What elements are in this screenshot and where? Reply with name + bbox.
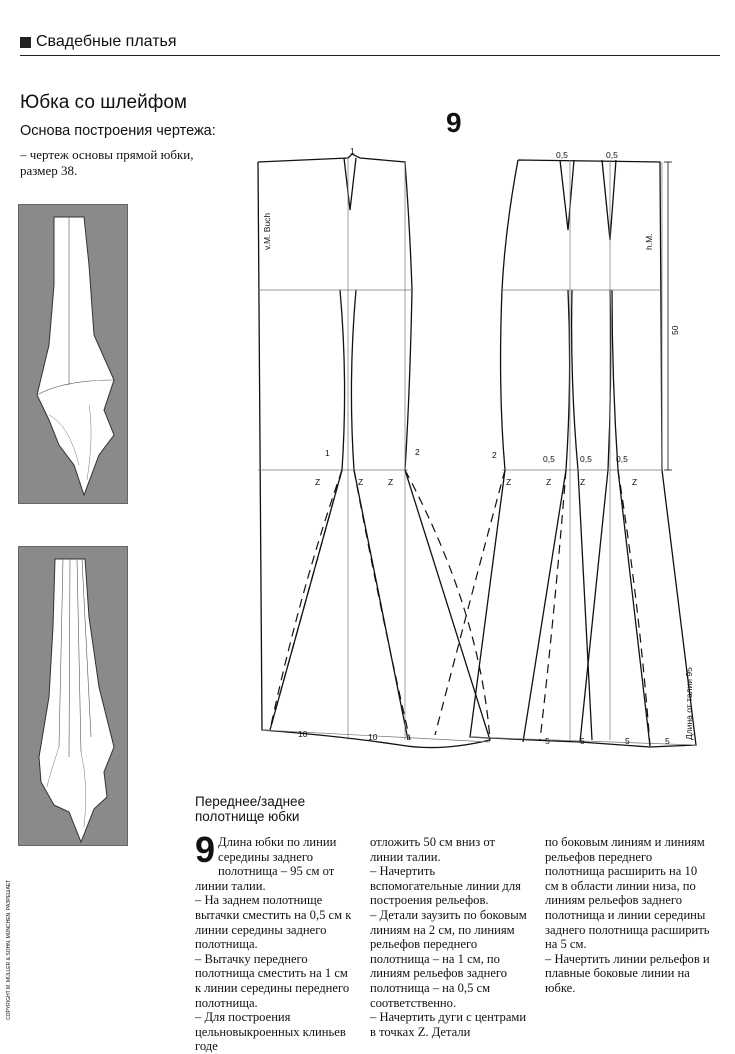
label-z-6: Z xyxy=(580,477,585,487)
label-back-dart-2: 0,5 xyxy=(606,150,618,160)
pattern-drawing: v.M. Buch h.M. 50 Длина от талии 95 1 0,… xyxy=(257,146,697,749)
back-dart-1 xyxy=(559,159,575,231)
col3-paragraph-1: по боковым линиям и линиям рельефов пере… xyxy=(545,835,710,952)
skirt-front-illustration xyxy=(18,204,128,504)
col1-paragraph-3: – Вытачку переднего полотнища сместить н… xyxy=(195,951,350,1010)
article-title: Юбка со шлейфом xyxy=(20,92,187,113)
figure-number: 9 xyxy=(446,107,462,138)
label-z-2: Z xyxy=(358,477,363,487)
back-center-label: h.M. xyxy=(644,233,654,250)
copyright-notice: COPYRIGHT M. MÜLLER & SOHN, MÜNCHEN. РАЗ… xyxy=(4,880,12,1020)
section-title: Свадебные платья xyxy=(36,33,177,50)
text-heading: Переднее/заднее полотнище юбки xyxy=(195,794,306,824)
label-z-7: Z xyxy=(632,477,637,487)
text-column-2: отложить 50 см вниз от линии талии. – На… xyxy=(370,835,530,1039)
back-panel-outline xyxy=(469,159,697,748)
label-z-4: Z xyxy=(506,477,511,487)
dimension-50: 50 xyxy=(670,325,680,335)
label-hem-5-1: 5 xyxy=(545,736,550,746)
col2-paragraph-4: – Начертить дуги с центрами в точках Z. … xyxy=(370,1010,527,1039)
header-rule xyxy=(20,55,720,56)
front-dart xyxy=(343,157,357,211)
label-back-seam-05-2: 0,5 xyxy=(580,454,592,464)
col1-paragraph-1: Длина юбки по линии середины заднего пол… xyxy=(195,835,337,893)
col1-paragraph-2: – На заднем полотнище вытачки сместить н… xyxy=(195,893,352,952)
skirt-back-illustration xyxy=(18,546,128,846)
label-hem-10-1: 10 xyxy=(298,729,308,739)
label-z-1: Z xyxy=(315,477,320,487)
label-front-seam-1: 1 xyxy=(325,448,330,458)
col2-paragraph-2: – Начертить вспомогательные линии для по… xyxy=(370,864,521,908)
section-marker-icon xyxy=(20,37,31,48)
label-hem-5-2: 5 xyxy=(580,736,585,746)
label-z-3: Z xyxy=(388,477,393,487)
label-back-seam-05-3: 0,5 xyxy=(616,454,628,464)
col2-paragraph-3: – Детали заузить по боковым линиям на 2 … xyxy=(370,907,527,1010)
construction-title: Основа построения чертежа: xyxy=(20,123,216,139)
text-column-3: по боковым линиям и линиям рельефов пере… xyxy=(545,835,710,996)
drop-cap: 9 xyxy=(195,829,216,870)
col2-paragraph-1: отложить 50 см вниз от линии талии. xyxy=(370,835,496,864)
total-length-label: Длина от талии 95 xyxy=(684,667,694,740)
label-back-dart-1: 0,5 xyxy=(556,150,568,160)
label-hem-5-3: 5 xyxy=(625,736,630,746)
label-z-5: Z xyxy=(546,477,551,487)
construction-description: – чертеж основы прямой юбки, размер 38. xyxy=(20,147,194,178)
back-dart-2 xyxy=(601,159,617,241)
col1-paragraph-4: – Для построения цельновыкроенных клинье… xyxy=(195,1010,346,1054)
label-hem-10-2: 10 xyxy=(368,732,378,742)
front-center-label: v.M. Buch xyxy=(262,213,272,250)
text-column-1: 9 Длина юбки по линии середины заднего п… xyxy=(195,829,355,1054)
front-panel-outline xyxy=(257,153,491,749)
label-back-side-2: 2 xyxy=(492,450,497,460)
copyright-text: COPYRIGHT M. MÜLLER & SOHN, MÜNCHEN. РАЗ… xyxy=(4,880,12,1020)
col3-paragraph-2: – Начертить линии рельефов и плавные бок… xyxy=(545,951,710,995)
label-hem-5-4: 5 xyxy=(665,736,670,746)
label-back-seam-05-1: 0,5 xyxy=(543,454,555,464)
label-front-dart-1: 1 xyxy=(350,146,355,156)
label-front-side-2: 2 xyxy=(415,447,420,457)
